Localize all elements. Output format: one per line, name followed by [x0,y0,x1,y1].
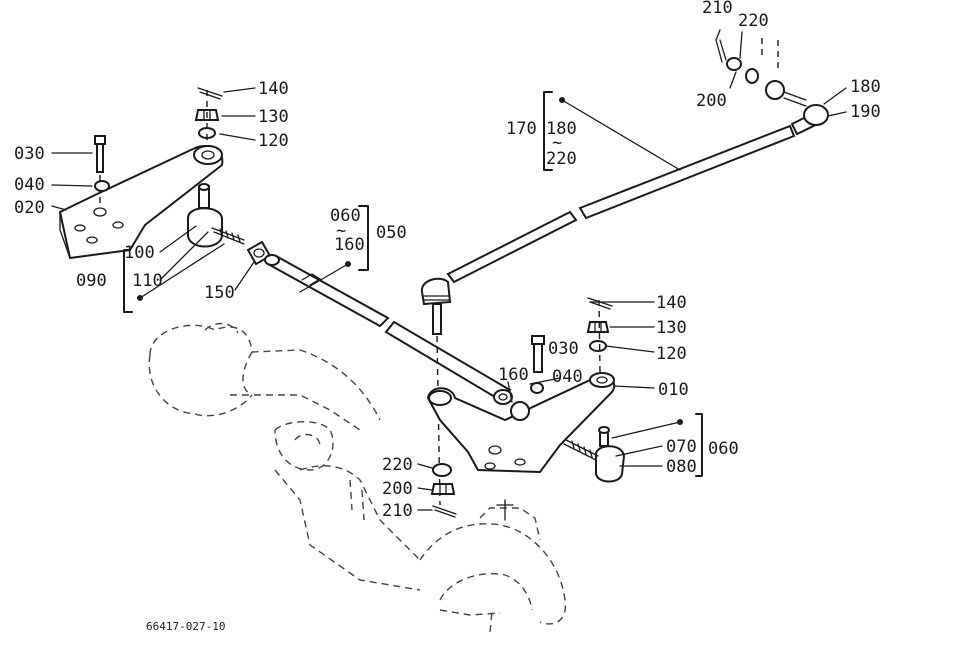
cotter-pin-bottom [432,505,457,518]
label-160-upper: 160 [334,235,365,255]
label-220-bracket: 220 [546,149,577,169]
label-090: 090 [76,271,107,291]
steering-arm-left [58,145,224,260]
label-070: 070 [666,437,697,457]
part-labels: 010 020 030 030 040 040 050 060 060 070 … [14,0,881,521]
label-130-right: 130 [656,318,687,338]
label-210-bottom: 210 [382,501,413,521]
cotter-pin-top-right [715,39,727,63]
label-160-right: 160 [498,365,529,385]
tie-rod-end-right [563,426,626,483]
leader-lines [51,29,847,511]
washer-040-right [530,382,544,394]
label-040-left: 040 [14,175,45,195]
cotter-pin-right [587,297,613,310]
label-120-left: 120 [258,131,289,151]
label-180-bracket: 180 [546,119,577,139]
washer-220-top-right [745,68,759,84]
ball-stud-top-right [765,80,807,107]
figure-code: 66417-027-10 [146,620,225,633]
bolt-right [531,335,545,373]
bracket-050-group [358,205,369,271]
label-080: 080 [666,457,697,477]
label-190: 190 [850,102,881,122]
label-140-right: 140 [656,293,687,313]
castle-nut-right [586,321,610,333]
label-060-right: 060 [708,439,739,459]
castle-nut-bottom [430,483,456,495]
label-130-left: 130 [258,107,289,127]
label-100: 100 [124,243,155,263]
label-110: 110 [132,271,163,291]
label-200-bottom: 200 [382,479,413,499]
label-170: 170 [506,119,537,139]
washer-220-bottom [432,463,452,477]
axle-housing-outline [148,322,567,633]
label-010: 010 [658,380,689,400]
label-030-left: 030 [14,144,45,164]
bracket-170-group [543,91,553,171]
label-220-top-right: 220 [738,11,769,31]
cotter-pin-left [197,87,223,100]
tie-rod-long [446,104,829,284]
label-200-top-right: 200 [696,91,727,111]
bushing-160 [510,401,530,421]
steering-arm-right [426,372,616,474]
label-030-right: 030 [548,339,579,359]
label-210-top-right: 210 [702,0,733,18]
label-020: 020 [14,198,45,218]
washer-120-right [589,340,607,352]
ball-stud-center [420,277,452,506]
washer-left [94,180,110,192]
label-120-right: 120 [656,344,687,364]
tie-rod-end-left [187,183,245,248]
tie-rod-tube-left [264,254,513,405]
label-150: 150 [204,283,235,303]
bracket-090-group [123,249,133,313]
label-220-bottom: 220 [382,455,413,475]
label-tilde-2: ~ [336,221,346,241]
label-180-right: 180 [850,77,881,97]
label-060-upper: 060 [330,206,361,226]
label-040-right: 040 [552,367,583,387]
label-140-left: 140 [258,79,289,99]
label-050: 050 [376,223,407,243]
nut-200-top-right [726,57,742,71]
label-tilde: ~ [552,133,562,153]
bracket-060-group [695,413,703,477]
